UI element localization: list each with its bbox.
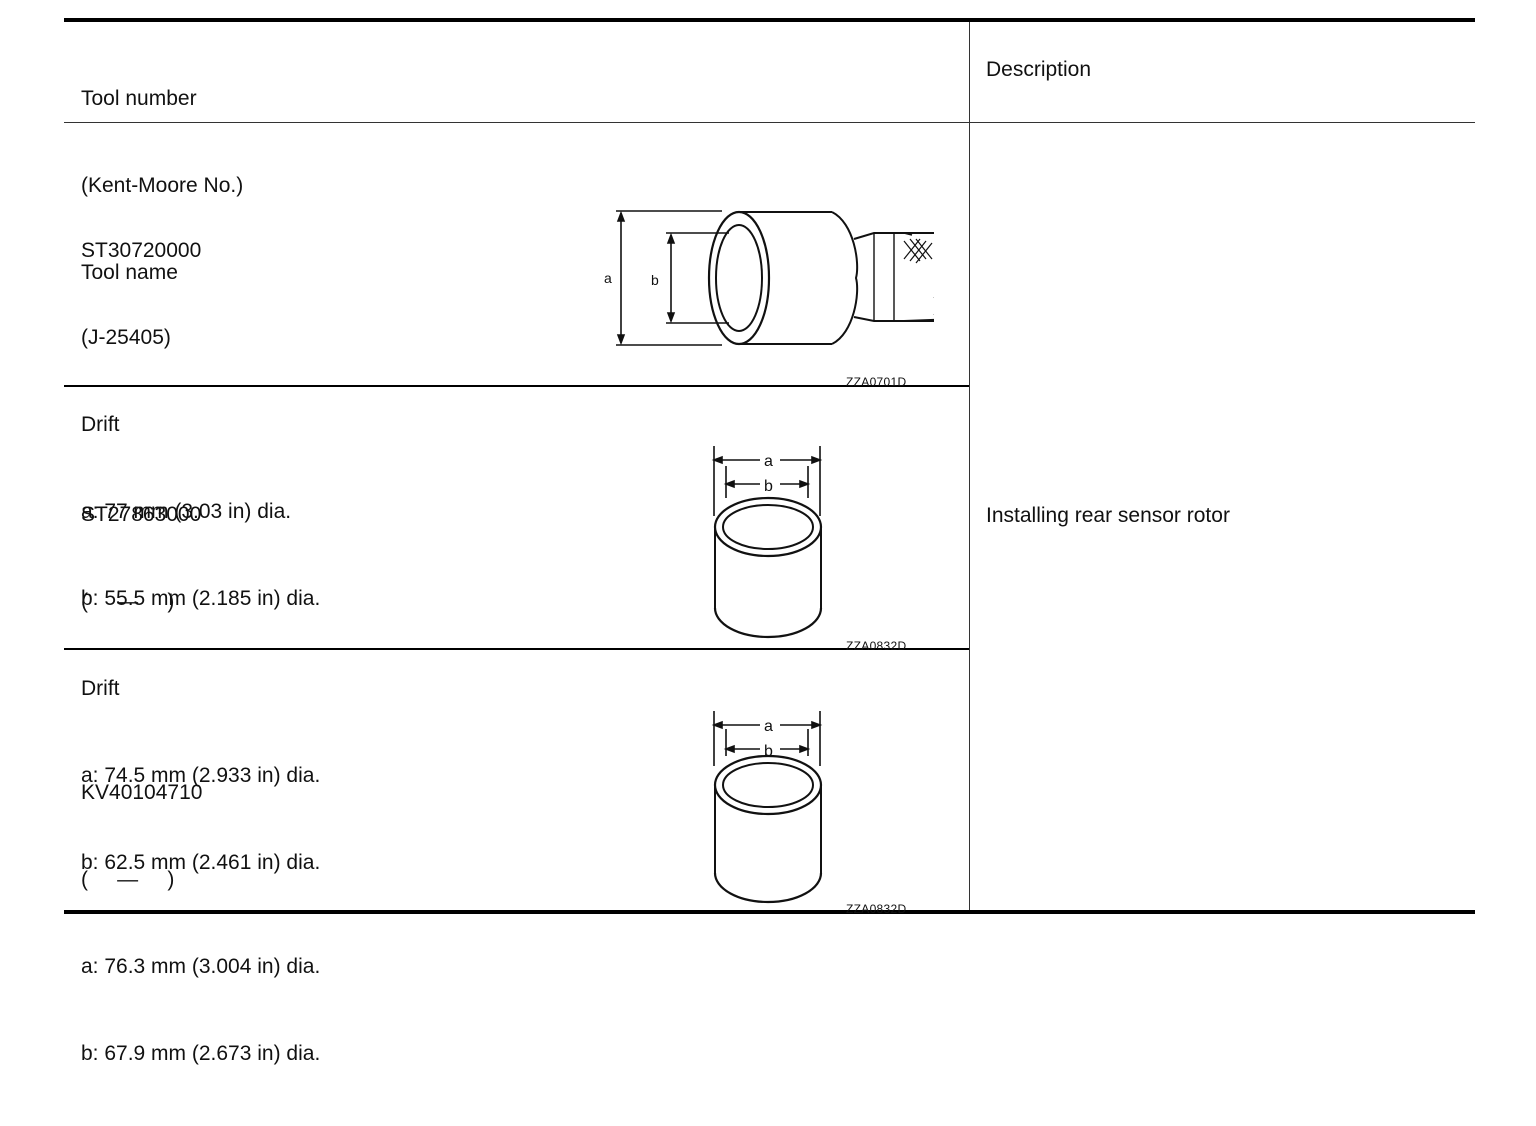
header-tool-number: Tool number: [81, 87, 197, 110]
tool-2-dimension-b: b: 62.5 mm (2.461 in) dia.: [81, 851, 321, 874]
tool-3-number: KV40104710: [81, 781, 203, 804]
tool-1-figure-code: ZZA0701D: [846, 375, 907, 389]
special-tools-table: Tool number (Kent-Moore No.) Tool name D…: [64, 18, 1475, 1065]
tool-2-figure-code: ZZA0832D: [846, 639, 907, 653]
row-divider-2: [64, 648, 970, 650]
tool-3-figure-code: ZZA0832D: [846, 902, 907, 916]
tools-description: Installing rear sensor rotor: [986, 504, 1230, 527]
header-tool-column: Tool number (Kent-Moore No.) Tool name: [81, 26, 243, 345]
tool-1-number: ST30720000: [81, 239, 202, 262]
tool-1-name: Drift: [81, 413, 120, 436]
header-divider: [64, 122, 1475, 123]
tool-1-label-a: a: [604, 270, 612, 286]
header-kent-moore-no: (Kent-Moore No.): [81, 174, 244, 197]
table-bottom-rule: [64, 910, 1475, 914]
tool-1-details: ST30720000 (J-25405) Drift a: 77 mm (3.0…: [81, 178, 320, 671]
tool-2-name: Drift: [81, 677, 120, 700]
tool-1-dimension-a: a: 77 mm (3.03 in) dia.: [81, 500, 292, 523]
tool-3-dimension-a: a: 76.3 mm (3.004 in) dia.: [81, 955, 321, 978]
tool-3-dimension-b: b: 67.9 mm (2.673 in) dia.: [81, 1042, 321, 1065]
tool-1-label-b: b: [651, 272, 659, 288]
table-top-rule: [64, 18, 1475, 22]
tool-2-drift-illustration: a b: [704, 446, 834, 646]
tool-3-kent-moore-no: ( — ): [81, 868, 175, 891]
tool-3-label-b: b: [764, 743, 773, 760]
tool-2-label-b: b: [764, 478, 773, 495]
tool-2-details: ST27863000 ( — ) Drift a: 74.5 mm (2.933…: [81, 442, 320, 935]
row-divider-1: [64, 385, 970, 387]
tool-3-details: KV40104710 ( — ) a: 76.3 mm (3.004 in) d…: [81, 720, 320, 1126]
tool-1-kent-moore-no: (J-25405): [81, 326, 171, 349]
tool-2-dimension-a: a: 74.5 mm (2.933 in) dia.: [81, 764, 321, 787]
tool-3-drift-illustration: a b: [704, 711, 834, 911]
tool-2-number: ST27863000: [81, 503, 202, 526]
tool-2-label-a: a: [764, 453, 773, 470]
tool-1-drift-illustration: a b: [604, 203, 934, 373]
column-divider: [969, 22, 970, 910]
header-description: Description: [986, 58, 1092, 81]
tool-3-label-a: a: [764, 718, 773, 735]
header-tool-name: Tool name: [81, 261, 178, 284]
tool-2-kent-moore-no: ( — ): [81, 590, 175, 613]
tool-1-dimension-b: b: 55.5 mm (2.185 in) dia.: [81, 587, 321, 610]
